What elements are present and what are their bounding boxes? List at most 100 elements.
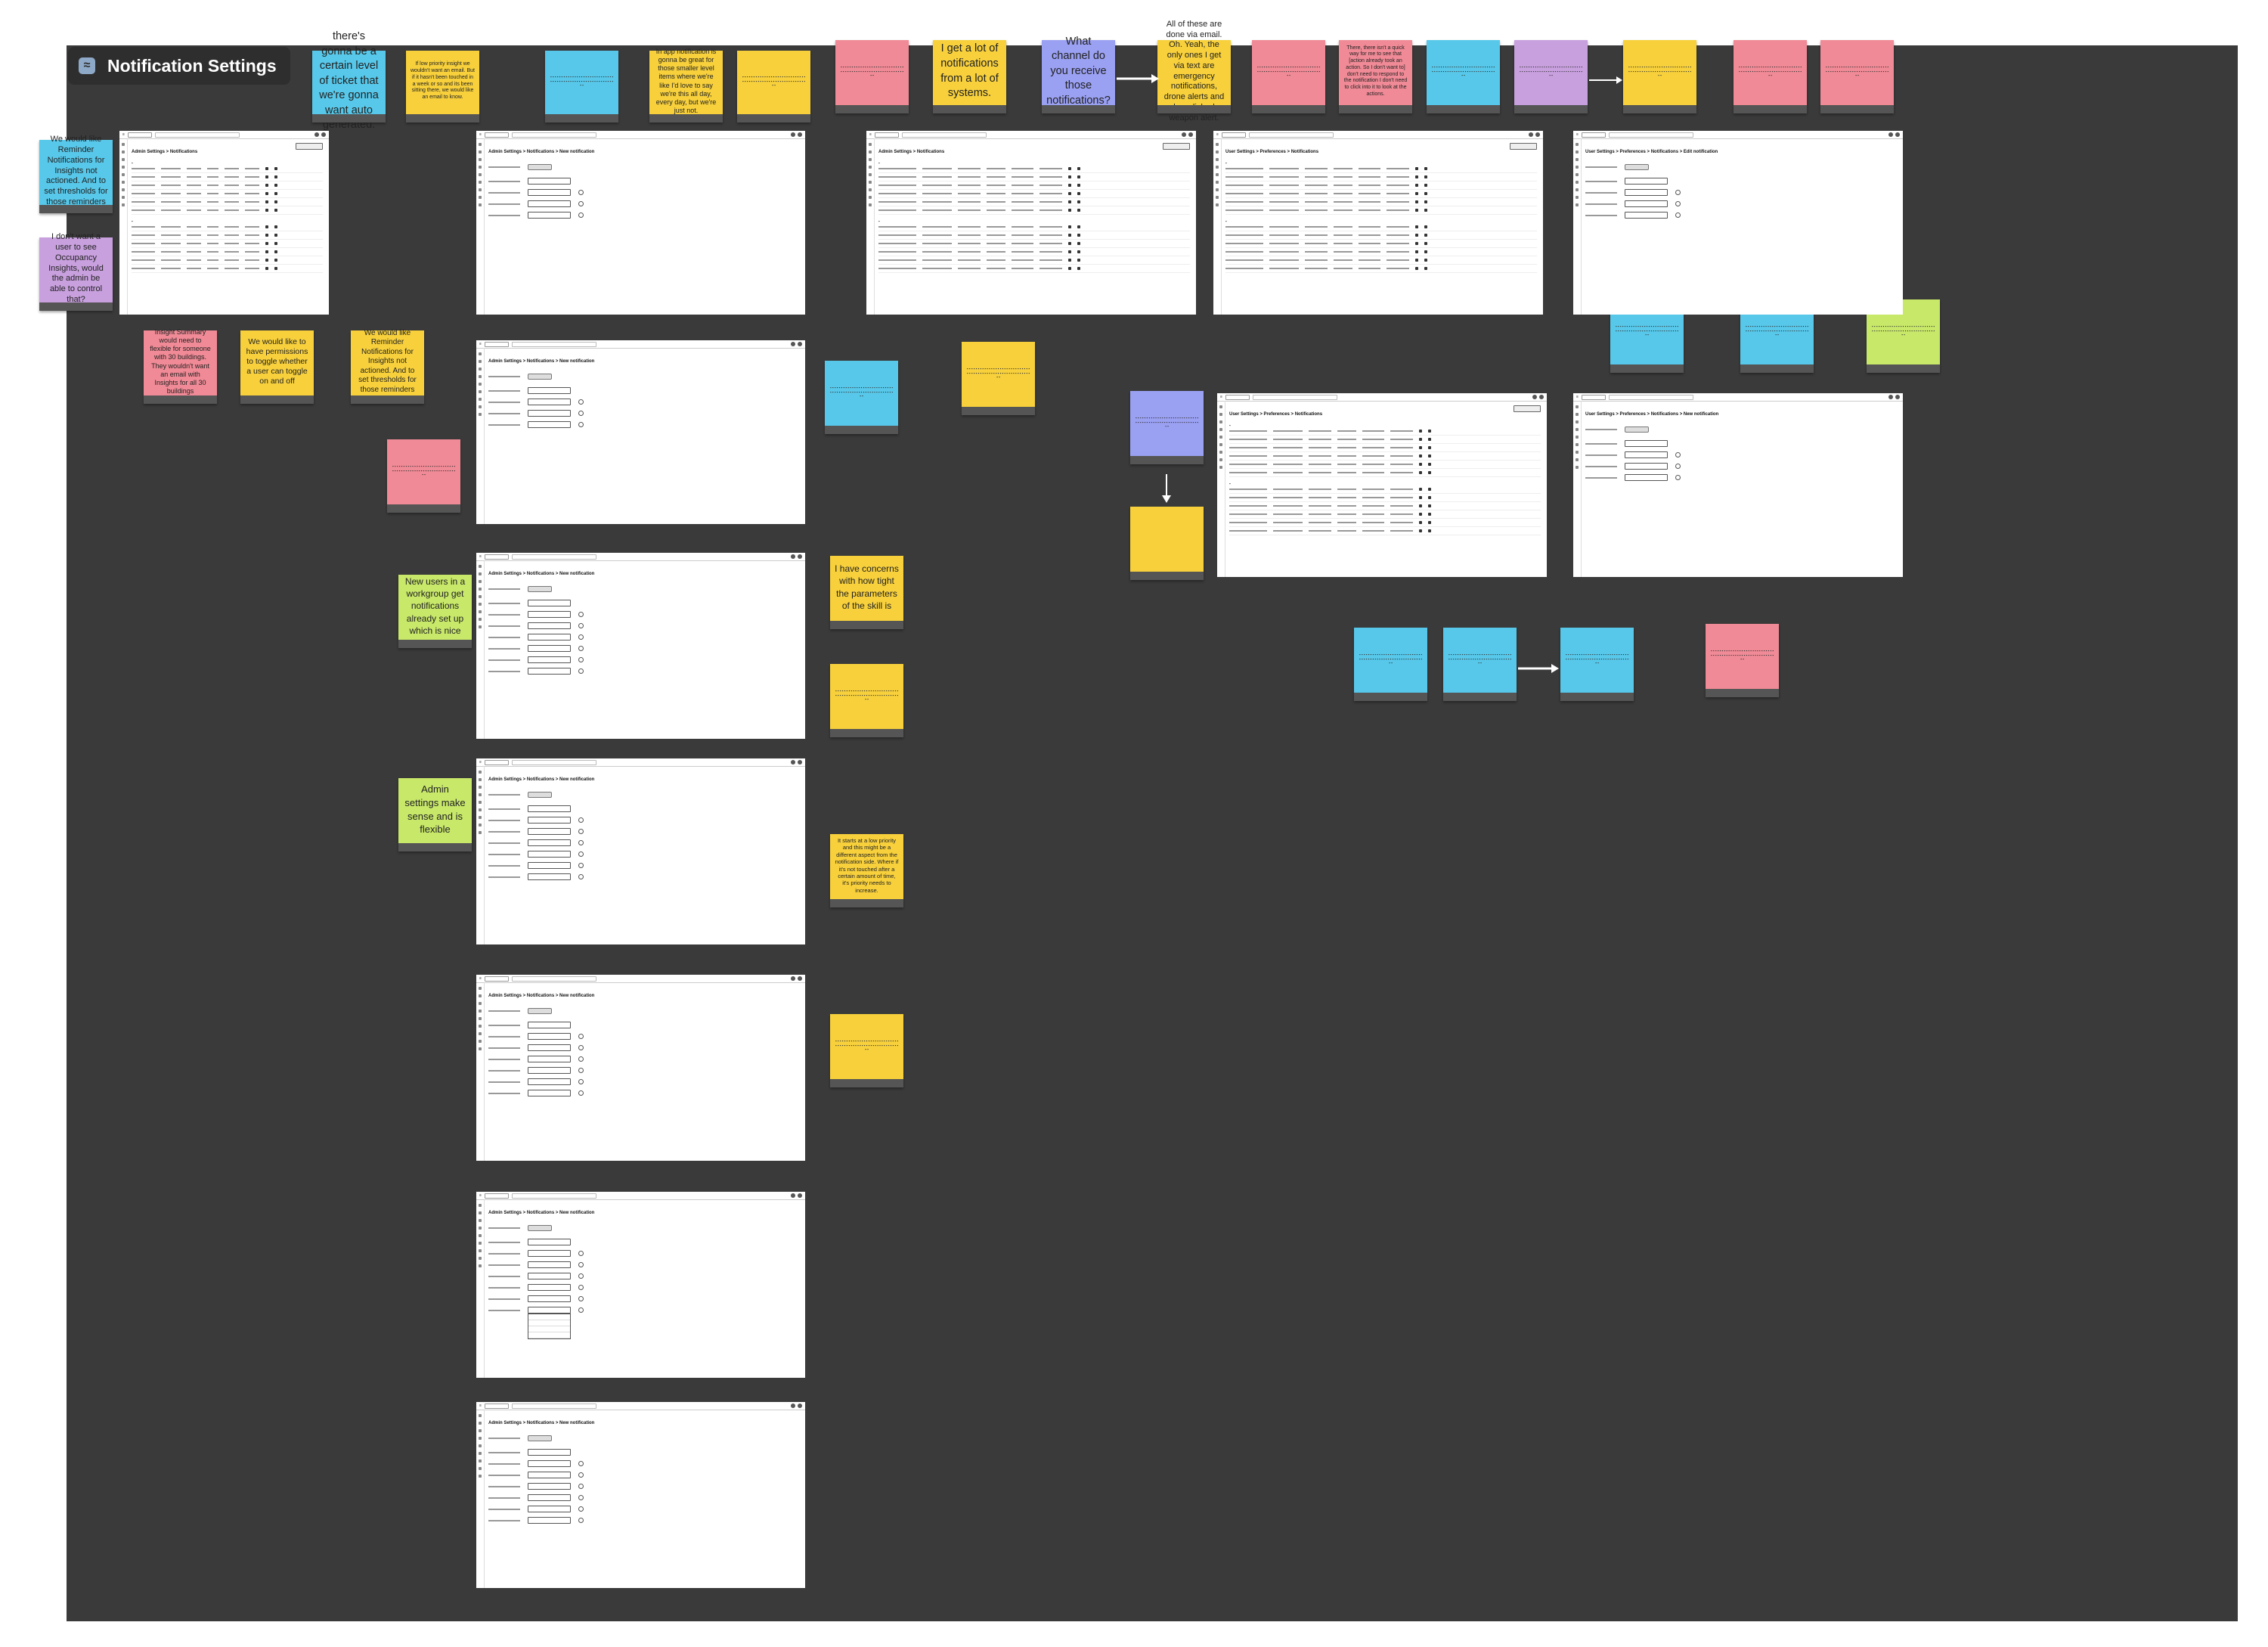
- cell: [1011, 234, 1034, 236]
- toggle-icon: [1068, 225, 1072, 228]
- workspace-button: [484, 341, 509, 347]
- select: [528, 200, 571, 207]
- wireframe-new-notification-form[interactable]: ≡Admin Settings > Notifications > New no…: [476, 758, 805, 944]
- cell: [1269, 243, 1300, 244]
- wireframe-user-notifications-list[interactable]: ≡User Settings > Preferences > Notificat…: [1217, 393, 1547, 577]
- cell: [1362, 455, 1385, 457]
- cell: [1358, 201, 1381, 203]
- wireframe-new-notification-form[interactable]: ≡Admin Settings > Notifications > New no…: [476, 131, 805, 315]
- sticky-note[interactable]: We would like Reminder Notifications for…: [39, 135, 113, 213]
- cell: [1362, 447, 1385, 448]
- toggle-row: [488, 164, 799, 170]
- cell: [1333, 193, 1352, 194]
- sticky-note-dense[interactable]: ▪ ▪ ▪ ▪ ▪ ▪ ▪ ▪ ▪ ▪ ▪ ▪ ▪ ▪ ▪ ▪ ▪ ▪ ▪ ▪ …: [1130, 391, 1204, 464]
- sticky-note[interactable]: I get a lot of notifications from a lot …: [933, 40, 1006, 113]
- sidebar-icon: [1576, 443, 1579, 446]
- sticky-note-dense[interactable]: ▪ ▪ ▪ ▪ ▪ ▪ ▪ ▪ ▪ ▪ ▪ ▪ ▪ ▪ ▪ ▪ ▪ ▪ ▪ ▪ …: [1560, 628, 1634, 701]
- toggle-row: [488, 1435, 799, 1441]
- topbar-icons: [791, 1404, 802, 1408]
- select-row: [488, 1506, 799, 1512]
- board-title-bar[interactable]: ≈ Notification Settings: [68, 47, 290, 85]
- cell: [186, 176, 201, 178]
- wireframe-new-notification-form[interactable]: ≡Admin Settings > Notifications > New no…: [476, 340, 805, 524]
- select: [1625, 463, 1668, 470]
- cell: [132, 226, 156, 228]
- sticky-note[interactable]: I don't want a user to see Occupancy Ins…: [39, 232, 113, 311]
- wireframe-user-notifications-list[interactable]: ≡User Settings > Preferences > Notificat…: [1213, 131, 1543, 315]
- cell: [225, 193, 240, 194]
- select-row: [488, 421, 799, 428]
- cell: [986, 201, 1005, 203]
- sticky-note-dense[interactable]: ▪ ▪ ▪ ▪ ▪ ▪ ▪ ▪ ▪ ▪ ▪ ▪ ▪ ▪ ▪ ▪ ▪ ▪ ▪ ▪ …: [1706, 624, 1779, 697]
- cell: [1333, 185, 1352, 186]
- table-row: [878, 181, 1190, 190]
- wireframe-new-notification-form[interactable]: ≡Admin Settings > Notifications > New no…: [476, 1402, 805, 1588]
- table-row: [878, 206, 1190, 215]
- sticky-note[interactable]: There, there isn't a quick way for me to…: [1339, 40, 1412, 113]
- sticky-note-dense[interactable]: ▪ ▪ ▪ ▪ ▪ ▪ ▪ ▪ ▪ ▪ ▪ ▪ ▪ ▪ ▪ ▪ ▪ ▪ ▪ ▪ …: [1514, 40, 1588, 113]
- sticky-note-dense[interactable]: ▪ ▪ ▪ ▪ ▪ ▪ ▪ ▪ ▪ ▪ ▪ ▪ ▪ ▪ ▪ ▪ ▪ ▪ ▪ ▪ …: [1734, 40, 1807, 113]
- alert-icon: [578, 657, 584, 662]
- select: [528, 189, 571, 196]
- sticky-note[interactable]: I have concerns with how tight the param…: [830, 556, 903, 629]
- app-sidebar: [1573, 401, 1582, 577]
- sticky-note[interactable]: If low priority insight we wouldn't want…: [406, 51, 479, 123]
- sticky-note[interactable]: New users in a workgroup get notificatio…: [398, 575, 472, 648]
- wireframe-new-notification-form[interactable]: ≡Admin Settings > Notifications > New no…: [476, 975, 805, 1161]
- sticky-note[interactable]: [1130, 507, 1204, 580]
- sticky-note[interactable]: In app notification is gonna be great fo…: [649, 48, 723, 123]
- sidebar-icon: [479, 1002, 482, 1005]
- cell: [161, 176, 181, 178]
- cell: [1362, 430, 1385, 432]
- wireframe-admin-notifications-list[interactable]: ≡Admin Settings > Notifications▪▪: [866, 131, 1196, 315]
- select: [528, 387, 571, 394]
- sticky-note-dense[interactable]: ▪ ▪ ▪ ▪ ▪ ▪ ▪ ▪ ▪ ▪ ▪ ▪ ▪ ▪ ▪ ▪ ▪ ▪ ▪ ▪ …: [962, 342, 1035, 415]
- cell: [1333, 209, 1352, 211]
- sticky-note-dense[interactable]: ▪ ▪ ▪ ▪ ▪ ▪ ▪ ▪ ▪ ▪ ▪ ▪ ▪ ▪ ▪ ▪ ▪ ▪ ▪ ▪ …: [835, 40, 909, 113]
- sticky-note-dense[interactable]: ▪ ▪ ▪ ▪ ▪ ▪ ▪ ▪ ▪ ▪ ▪ ▪ ▪ ▪ ▪ ▪ ▪ ▪ ▪ ▪ …: [737, 51, 810, 123]
- section-label: ▪: [1225, 161, 1227, 165]
- sidebar-icon: [479, 831, 482, 834]
- table-row: [132, 206, 323, 215]
- cell: [1269, 168, 1300, 169]
- wireframe-new-notification-form[interactable]: ≡Admin Settings > Notifications > New no…: [476, 553, 805, 739]
- sticky-note-dense[interactable]: ▪ ▪ ▪ ▪ ▪ ▪ ▪ ▪ ▪ ▪ ▪ ▪ ▪ ▪ ▪ ▪ ▪ ▪ ▪ ▪ …: [1252, 40, 1325, 113]
- sticky-note-dense[interactable]: ▪ ▪ ▪ ▪ ▪ ▪ ▪ ▪ ▪ ▪ ▪ ▪ ▪ ▪ ▪ ▪ ▪ ▪ ▪ ▪ …: [830, 664, 903, 737]
- select-row: [1585, 440, 1897, 447]
- app-topbar: ≡: [866, 131, 1196, 139]
- sticky-note[interactable]: Admin settings make sense and is flexibl…: [398, 778, 472, 851]
- app-logo: ≡: [479, 554, 482, 559]
- sidebar-icon: [479, 778, 482, 781]
- sticky-note-dense[interactable]: ▪ ▪ ▪ ▪ ▪ ▪ ▪ ▪ ▪ ▪ ▪ ▪ ▪ ▪ ▪ ▪ ▪ ▪ ▪ ▪ …: [387, 439, 460, 513]
- sticky-note-dense[interactable]: ▪ ▪ ▪ ▪ ▪ ▪ ▪ ▪ ▪ ▪ ▪ ▪ ▪ ▪ ▪ ▪ ▪ ▪ ▪ ▪ …: [825, 361, 898, 434]
- select-row: [488, 1261, 799, 1268]
- sticky-note-dense[interactable]: ▪ ▪ ▪ ▪ ▪ ▪ ▪ ▪ ▪ ▪ ▪ ▪ ▪ ▪ ▪ ▪ ▪ ▪ ▪ ▪ …: [1820, 40, 1894, 113]
- sticky-note[interactable]: Insight Summary would need to flexible f…: [144, 328, 217, 404]
- sticky-note[interactable]: We would like to have permissions to tog…: [240, 330, 314, 404]
- cell: [206, 201, 219, 203]
- sticky-note-dense[interactable]: ▪ ▪ ▪ ▪ ▪ ▪ ▪ ▪ ▪ ▪ ▪ ▪ ▪ ▪ ▪ ▪ ▪ ▪ ▪ ▪ …: [1443, 628, 1517, 701]
- sticky-note[interactable]: We would like Reminder Notifications for…: [351, 329, 424, 404]
- app-topbar: ≡: [1217, 393, 1547, 402]
- cell: [1011, 268, 1034, 269]
- cell: [161, 209, 181, 211]
- sticky-note-dense[interactable]: ▪ ▪ ▪ ▪ ▪ ▪ ▪ ▪ ▪ ▪ ▪ ▪ ▪ ▪ ▪ ▪ ▪ ▪ ▪ ▪ …: [1354, 628, 1427, 701]
- app-sidebar: [1217, 401, 1225, 577]
- sticky-note[interactable]: there's gonna be a certain level of tick…: [312, 30, 386, 131]
- toggle-icon: [1068, 192, 1072, 195]
- sticky-note[interactable]: It starts at a low priority and this mig…: [830, 834, 903, 907]
- edit-icon: [1424, 200, 1428, 203]
- sticky-note[interactable]: All of these are done via email. Oh. Yea…: [1157, 20, 1231, 123]
- sticky-note[interactable]: What channel do you receive those notifi…: [1042, 36, 1115, 113]
- table-row: [878, 173, 1190, 181]
- sticky-note-dense[interactable]: ▪ ▪ ▪ ▪ ▪ ▪ ▪ ▪ ▪ ▪ ▪ ▪ ▪ ▪ ▪ ▪ ▪ ▪ ▪ ▪ …: [1427, 40, 1500, 113]
- wireframe-new-notification-form[interactable]: ≡Admin Settings > Notifications > New no…: [476, 1192, 805, 1378]
- wireframe-new-notification-form[interactable]: ≡User Settings > Preferences > Notificat…: [1573, 393, 1903, 577]
- wireframe-edit-notification-form[interactable]: ≡User Settings > Preferences > Notificat…: [1573, 131, 1903, 315]
- field-label: [1585, 166, 1617, 168]
- sticky-note-dense[interactable]: ▪ ▪ ▪ ▪ ▪ ▪ ▪ ▪ ▪ ▪ ▪ ▪ ▪ ▪ ▪ ▪ ▪ ▪ ▪ ▪ …: [545, 51, 618, 123]
- field-label: [488, 1252, 520, 1255]
- sticky-note-dense[interactable]: ▪ ▪ ▪ ▪ ▪ ▪ ▪ ▪ ▪ ▪ ▪ ▪ ▪ ▪ ▪ ▪ ▪ ▪ ▪ ▪ …: [830, 1014, 903, 1087]
- sticky-note-dense[interactable]: ▪ ▪ ▪ ▪ ▪ ▪ ▪ ▪ ▪ ▪ ▪ ▪ ▪ ▪ ▪ ▪ ▪ ▪ ▪ ▪ …: [1623, 40, 1696, 113]
- wireframe-admin-notifications-list[interactable]: ≡Admin Settings > Notifications▪▪: [119, 131, 329, 315]
